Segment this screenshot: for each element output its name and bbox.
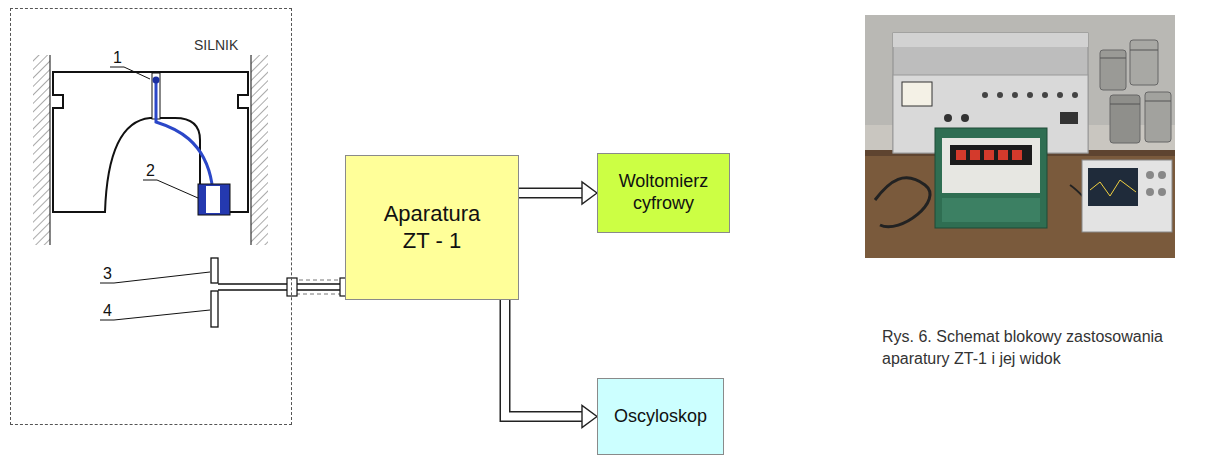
callout-number: 4 [103, 302, 112, 320]
signal-cable [287, 278, 348, 296]
box-label: Oscyloskop [614, 406, 707, 428]
transmitter [198, 184, 230, 215]
leader-line [143, 180, 198, 198]
figure-caption: Rys. 6. Schemat blokowy zastosowania apa… [882, 326, 1182, 371]
callout-number: 3 [103, 265, 112, 283]
leader-line [110, 67, 150, 79]
arrow-head [582, 182, 597, 204]
engine-label: SILNIK [194, 37, 238, 54]
thermocouple-wire [156, 82, 212, 184]
apparatus-photo [865, 15, 1175, 258]
box-label: Woltomierz cyfrowy [606, 171, 721, 214]
box-label: Aparatura ZT - 1 [370, 201, 495, 254]
thermocouple-junction [153, 77, 160, 84]
sensor-coil [211, 291, 218, 327]
leader-line [100, 310, 210, 320]
callout-number: 2 [146, 162, 155, 180]
cylinder-wall [251, 55, 268, 245]
apparatus-box: Aparatura ZT - 1 [345, 155, 519, 300]
arrow-head [582, 406, 597, 428]
oscilloscope-box: Oscyloskop [597, 378, 724, 455]
leader-line [100, 272, 210, 283]
voltmeter-box: Woltomierz cyfrowy [597, 153, 730, 233]
cylinder-wall [33, 55, 50, 245]
sensor-coil [211, 258, 218, 283]
engine-boundary: SILNIK [10, 8, 292, 425]
piston [53, 72, 248, 212]
callout-number: 1 [113, 49, 122, 67]
block-arrow [505, 300, 597, 428]
block-arrow [519, 182, 597, 204]
